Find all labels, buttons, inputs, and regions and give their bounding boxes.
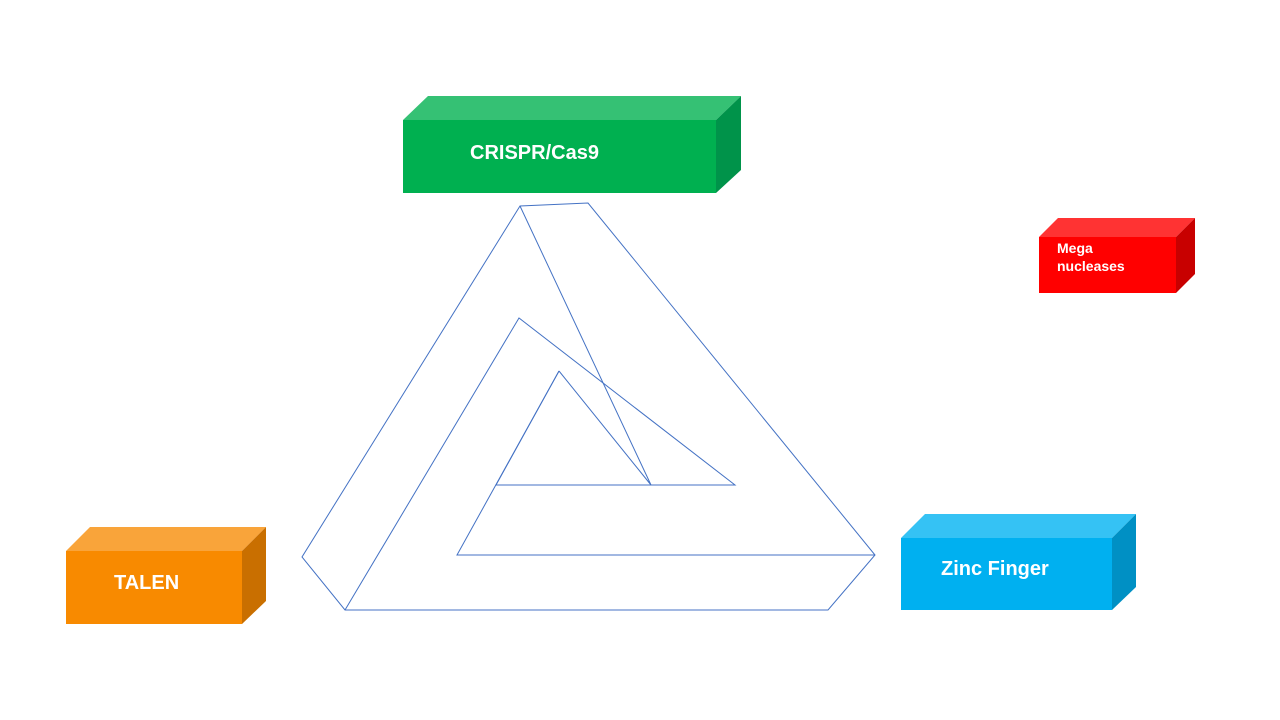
box-front-face	[1039, 237, 1176, 293]
box-top-face	[901, 514, 1136, 538]
zinc-finger-label: Zinc Finger	[941, 558, 1049, 580]
triangle-outer-outline	[301, 202, 876, 611]
box-side-face	[242, 527, 266, 624]
box-top-face	[403, 96, 741, 120]
box-side-face	[1176, 218, 1195, 293]
box-front-face	[66, 551, 242, 624]
meganucleases-label: Mega nucleases	[1057, 240, 1125, 274]
crispr-cas9-box	[403, 96, 741, 193]
talen-box	[66, 527, 266, 624]
box-front-face	[403, 120, 716, 193]
triangle-bottom-bar	[456, 370, 875, 556]
triangle-right-bar	[519, 205, 652, 486]
triangle-left-bar	[344, 317, 737, 611]
box-side-face	[1112, 514, 1136, 610]
box-front-face	[901, 538, 1112, 610]
crispr-cas9-label: CRISPR/Cas9	[470, 142, 599, 164]
meganucleases-box	[1039, 218, 1195, 293]
impossible-triangle	[301, 202, 876, 611]
zinc-finger-box	[901, 514, 1136, 610]
box-top-face	[66, 527, 266, 551]
talen-label: TALEN	[114, 572, 180, 594]
box-side-face	[716, 96, 741, 193]
box-top-face	[1039, 218, 1195, 237]
